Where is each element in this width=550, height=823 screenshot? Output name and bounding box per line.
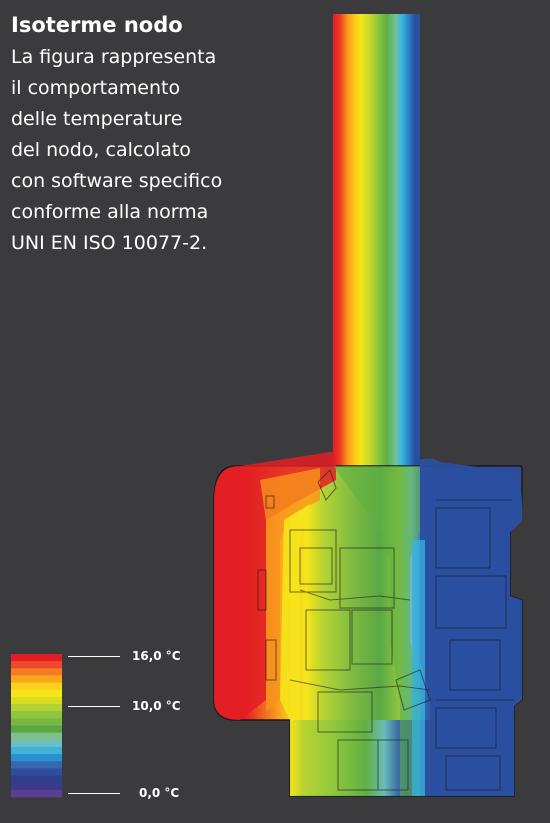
scale-band: [11, 761, 62, 769]
scale-label-0: 0,0 °C: [139, 786, 180, 800]
scale-band: [11, 704, 62, 712]
scale-band: [11, 711, 62, 719]
scale-band: [11, 718, 62, 726]
interior-cold-zone: [420, 458, 522, 796]
scale-band: [11, 689, 62, 698]
scale-band: [11, 782, 62, 791]
scale-tick-0: [68, 793, 120, 794]
page-title: Isoterme nodo: [11, 13, 183, 37]
cyan-isotherm: [412, 540, 425, 796]
scale-band: [11, 654, 62, 662]
exterior-warm-zone: [214, 452, 336, 720]
orange-isotherm: [260, 468, 320, 712]
scale-band: [11, 725, 62, 734]
description-line: UNI EN ISO 10077-2.: [11, 232, 208, 254]
description: La figura rappresenta il comportamento d…: [11, 42, 301, 259]
temperature-scale: [11, 654, 62, 798]
description-line: del nodo, calcolato: [11, 139, 191, 161]
scale-label-10: 10,0 °C: [132, 699, 181, 713]
profile-outline: [257, 468, 514, 791]
scale-band: [11, 668, 62, 676]
yellow-isotherm: [280, 504, 310, 720]
description-line: con software specifico: [11, 170, 223, 192]
scale-band: [11, 675, 62, 683]
scale-band: [11, 775, 62, 784]
scale-band: [11, 696, 62, 705]
scale-band: [11, 746, 62, 755]
scale-tick-16: [68, 656, 120, 657]
heading-block: Isoterme nodo La figura rappresenta il c…: [11, 12, 301, 259]
scale-band: [11, 732, 62, 741]
scale-band: [11, 768, 62, 776]
scale-band: [11, 739, 62, 748]
description-line: conforme alla norma: [11, 201, 209, 223]
description-line: La figura rappresenta: [11, 46, 217, 68]
description-line: il comportamento: [11, 77, 181, 99]
scale-band: [11, 754, 62, 762]
scale-band: [11, 789, 62, 798]
scale-label-16: 16,0 °C: [132, 649, 181, 663]
scale-band: [11, 661, 62, 669]
scale-tick-10: [68, 706, 120, 707]
glass-edge-zone: [333, 466, 420, 796]
description-line: delle temperature: [11, 108, 183, 130]
glass-isotherm-band: [333, 14, 420, 466]
scale-band: [11, 682, 62, 691]
